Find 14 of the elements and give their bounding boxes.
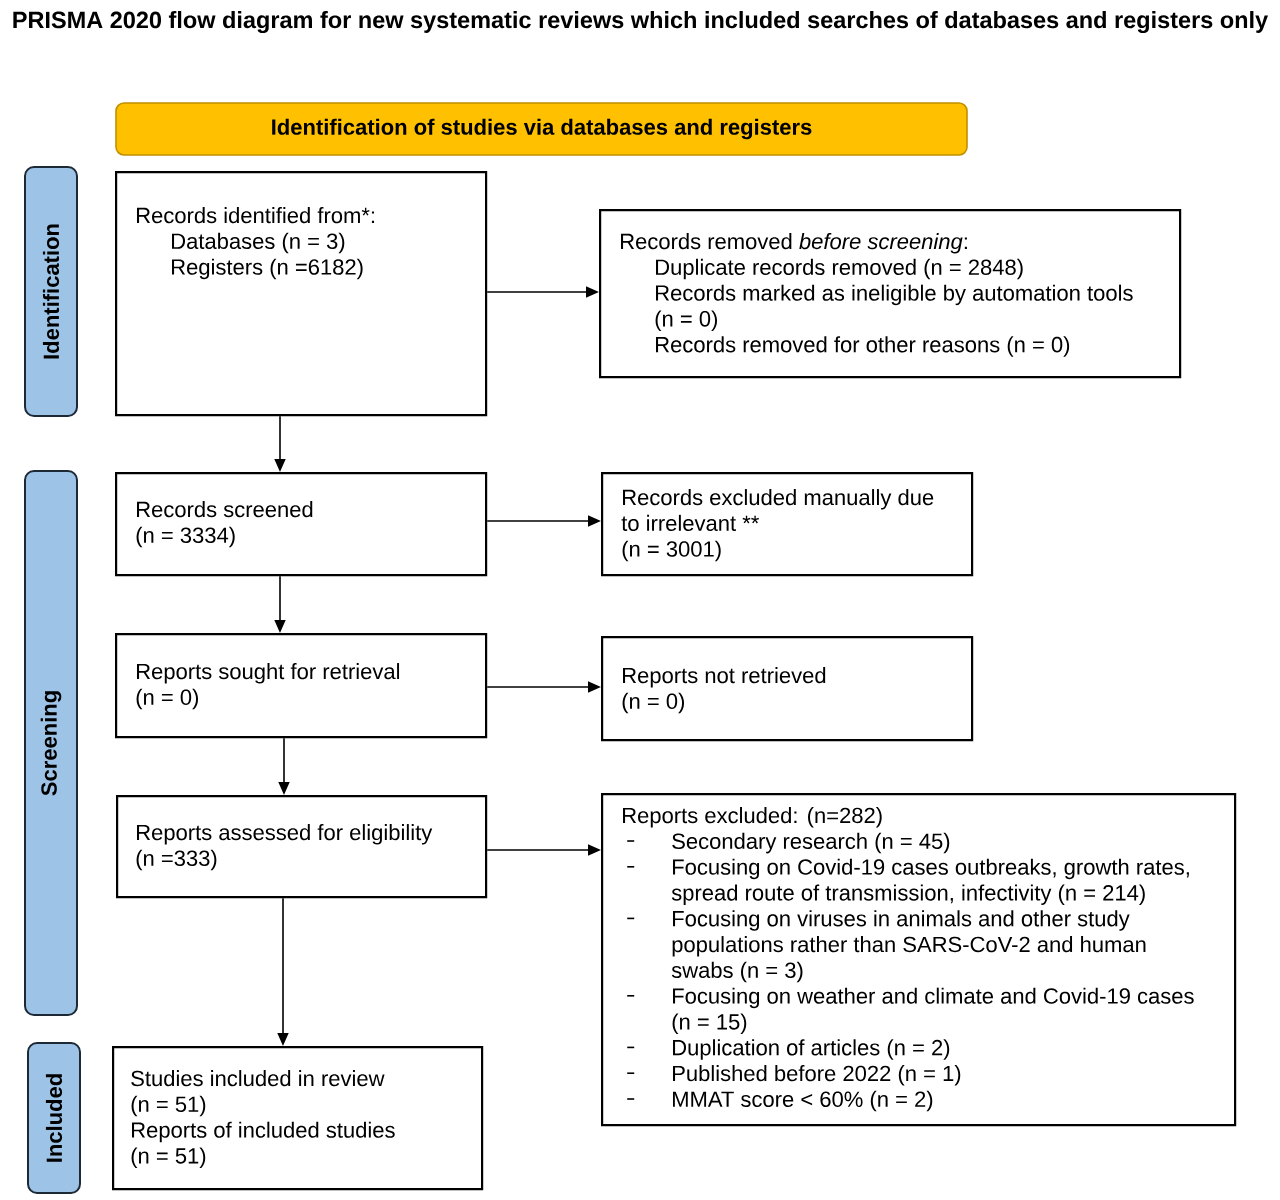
process-box: Records identified from*: Databases (n = 3) Registers (n =6182)	[115, 171, 488, 417]
title: PRISMA 2020 flow diagram for new systematic reviews which included searches of databases and registers only	[13, 11, 1268, 33]
process-box: Records removed before screening: Duplicate records removed (n = 2848) Records marked as ineligible by automation tools (n = 0) Records removed for other reasons (n = 0)	[599, 209, 1182, 379]
process-box: Reports sought for retrieval (n = 0)	[115, 633, 488, 739]
section-header: Identification of studies via databases and registers	[115, 102, 968, 156]
phase-band: Included	[27, 1042, 81, 1194]
process-box: Records excluded manually due to irrelevant ** (n = 3001)	[601, 472, 974, 577]
process-box: Reports excluded: (n=282) Secondary research (n = 45) Focusing on Covid-19 cases outbreaks, growth rates, spread route of transmission, infectivity (n = 214) Focusing on viruses in animals and other study populations rather than SARS-CoV-2 and human swabs (n = 3) Focusing on weather and climate and Covid-19 cases (n = 15) Duplication of articles (n = 2) Published before 2022 (n = 1) MMAT score < 60% (n = 2)	[601, 793, 1237, 1127]
process-box: Records screened (n = 3334)	[115, 472, 488, 577]
process-box: Studies included in review (n = 51) Reports of included studies (n = 51)	[112, 1046, 484, 1191]
process-box: Reports assessed for eligibility (n =333)	[116, 795, 488, 899]
process-box: Reports not retrieved (n = 0)	[601, 636, 974, 742]
phase-band: Identification	[24, 166, 78, 417]
phase-band: Screening	[24, 470, 78, 1016]
